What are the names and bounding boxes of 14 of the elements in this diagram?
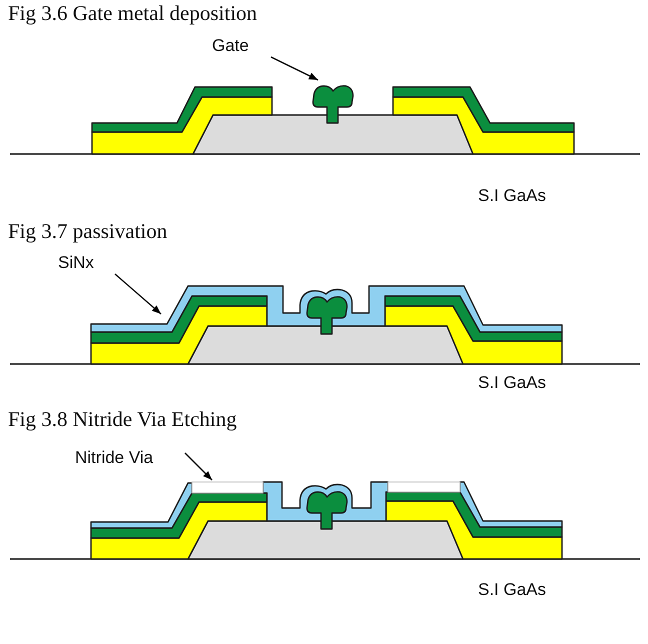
leader-arrow: [114, 274, 162, 314]
leader-arrow: [270, 56, 318, 81]
gate-electrode: [312, 85, 354, 124]
via-opening: [192, 482, 264, 494]
leader-arrow: [184, 452, 212, 480]
figure-title: Fig 3.6 Gate metal deposition: [8, 1, 258, 25]
callout-label: SiNx: [58, 253, 94, 273]
figure-title: Fig 3.7 passivation: [8, 219, 168, 243]
callout-label: Gate: [212, 36, 249, 56]
substrate-label: S.I GaAs: [478, 186, 546, 206]
callout-label: Nitride Via: [75, 448, 154, 468]
substrate-label: S.I GaAs: [478, 580, 546, 600]
figure-title: Fig 3.8 Nitride Via Etching: [8, 407, 237, 431]
substrate-label: S.I GaAs: [478, 373, 546, 393]
